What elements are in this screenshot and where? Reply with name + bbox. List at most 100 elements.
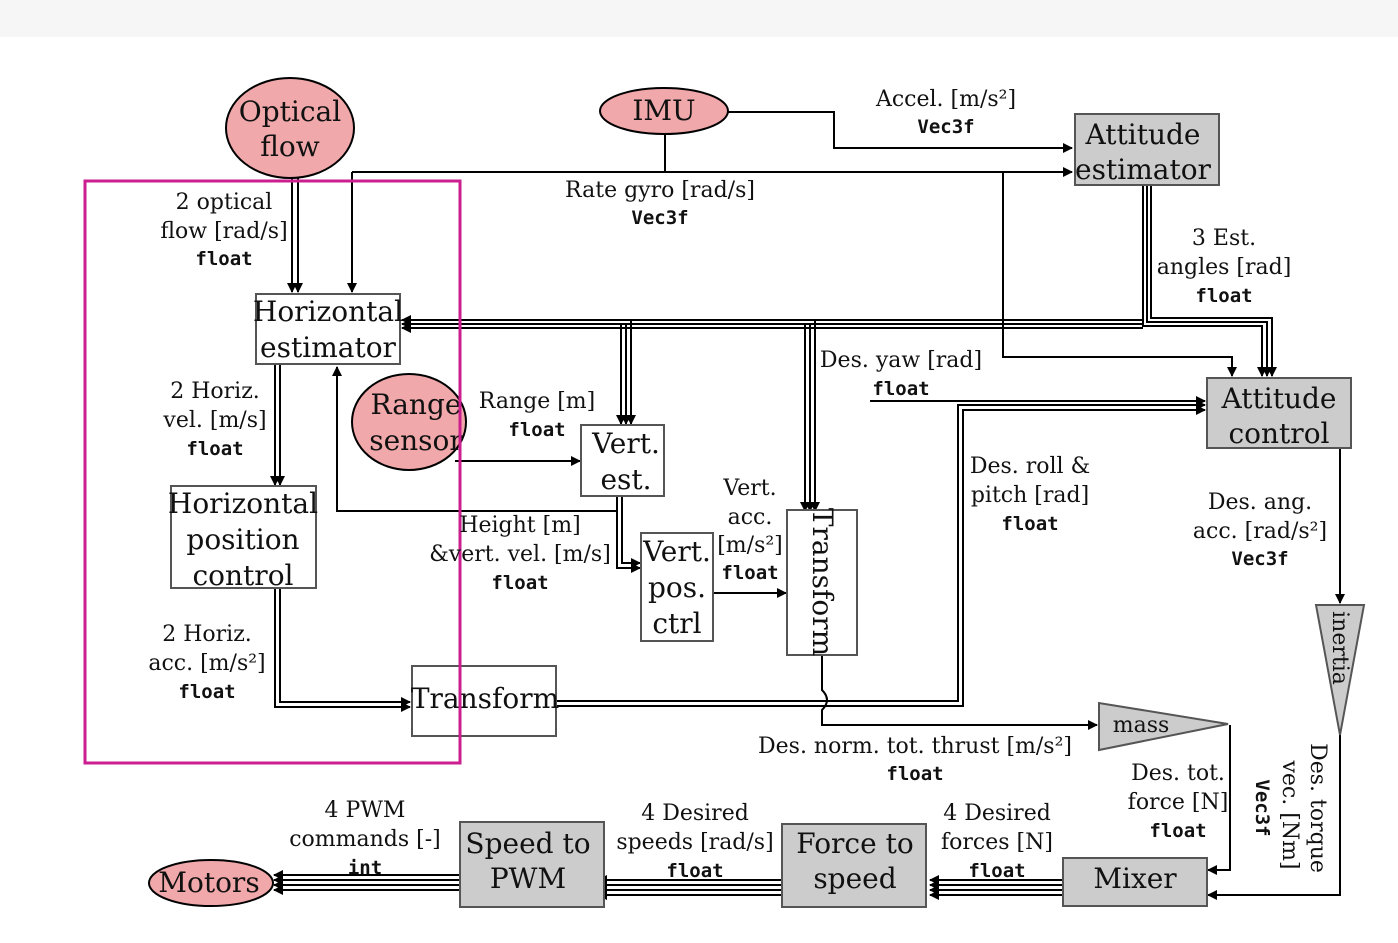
horizontal-position-control-box [170,485,317,589]
edge-height-vel-b [621,496,641,568]
attitude-control-label: control [1228,417,1329,450]
vert-acc-label: [m/s²] [717,533,783,558]
range-sensor-label: Range [371,388,462,421]
edge-height-vel-a [616,496,641,573]
edge-roll-pitch-a [557,400,1206,702]
horizontal-position-control-label: position [186,523,299,556]
edge-norm-thrust [821,655,1098,730]
edge-roll-pitch-b [557,405,1206,707]
height-vel-type: float [491,572,548,594]
vert-acc-type: float [721,562,778,584]
range-type: float [508,419,565,441]
des-yaw-label: Des. yaw [rad] [820,348,982,373]
horiz-vel-label: vel. [m/s] [162,408,266,433]
vert-pos-ctrl-block: Vert. pos. ctrl [640,532,714,642]
attitude-estimator-block: Attitude estimator [1074,113,1220,186]
connections [270,111,1345,900]
transform-vertical-block: Transform [786,508,858,656]
edge-labels: Accel. [m/s²] Vec3f Rate gyro [rad/s] Ve… [148,87,1330,882]
rate-gyro-type: Vec3f [631,207,688,229]
optical-flow-edge-type: float [195,248,252,270]
transform-vertical-box [786,509,858,656]
optical-flow-edge-label: 2 optical [176,190,273,215]
tot-force-label: Des. tot. [1131,761,1225,786]
tot-force-type: float [1149,820,1206,842]
horiz-acc-label: acc. [m/s²] [148,651,265,676]
desired-forces-label: forces [N] [941,830,1053,855]
attitude-control-box [1206,377,1352,449]
accel-type: Vec3f [917,116,974,138]
horizontal-estimator-block: Horizontal estimator [253,293,403,365]
height-vel-label: Height [m] [459,513,580,538]
desired-speeds-type: float [666,860,723,882]
height-vel-label: &vert. vel. [m/s] [429,542,611,567]
desired-speeds-label: speeds [rad/s] [616,830,773,855]
edge-est-angles-a [1142,186,1267,377]
des-torque-type: Vec3f [1251,779,1273,836]
edge-des-tot-force [1207,725,1231,875]
edge-height-feedback [332,366,617,512]
force-to-speed-label: Force to [796,827,913,860]
horizontal-estimator-label: estimator [260,331,397,364]
speed-to-pwm-label: PWM [490,862,566,895]
des-roll-pitch-type: float [1001,513,1058,535]
imu-node: IMU [599,87,729,135]
pwm-label: commands [-] [289,827,441,852]
horiz-acc-type: float [178,681,235,703]
optical-flow-ellipse [225,77,355,179]
des-roll-pitch-label: pitch [rad] [971,483,1089,508]
motors-ellipse [148,859,274,907]
accel-label: Accel. [m/s²] [875,87,1016,112]
des-ang-acc-label: Des. ang. [1208,490,1312,515]
norm-thrust-label: Des. norm. tot. thrust [m/s²] [758,734,1072,759]
speed-to-pwm-label: Speed to [465,827,590,860]
pwm-type: int [348,857,382,879]
mass-gain: mass [1098,701,1229,752]
vert-pos-ctrl-box [640,532,714,642]
horizontal-estimator-box [255,293,401,365]
edge-accel [728,111,1073,153]
des-torque-label: vec. [Nm] [1277,759,1302,869]
vert-est-label: est. [600,463,651,496]
desired-speeds-label: 4 Desired [641,801,749,826]
inertia-label: inertia [1327,611,1352,685]
transform-vertical-label: Transform [806,508,839,656]
des-roll-pitch-label: Des. roll & [970,454,1090,479]
vert-acc-label: acc. [728,505,773,530]
des-ang-acc-type: Vec3f [1231,548,1288,570]
imu-ellipse [599,87,729,135]
optical-flow-label: flow [260,130,320,163]
edge-des-torque [1207,735,1341,900]
mixer-label: Mixer [1093,862,1177,895]
horiz-acc-label: 2 Horiz. [162,622,252,647]
edge-est-angles-c [1150,186,1277,377]
range-sensor-ellipse [351,373,467,471]
pwm-label: 4 PWM [325,798,406,823]
est-angles-label: angles [rad] [1157,255,1292,280]
desired-forces-type: float [968,860,1025,882]
des-yaw-type: float [872,378,929,400]
edge-gyro-to-att-ctrl [1002,172,1237,377]
force-to-speed-block: Force to speed [781,823,927,908]
transform-horizontal-box [411,665,557,737]
horizontal-position-control-label: Horizontal [168,487,318,520]
optical-flow-node: Optical flow [225,77,355,179]
motors-label: Motors [158,866,259,899]
range-sensor-label: sensor [369,424,463,457]
desired-forces-label: 4 Desired [943,801,1051,826]
horiz-vel-type: float [186,438,243,460]
attitude-estimator-label: Attitude [1085,118,1201,151]
speed-to-pwm-box [459,821,605,908]
vert-acc-label: Vert. [722,476,776,501]
force-to-speed-label: speed [813,862,896,895]
inertia-gain: inertia [1314,604,1366,736]
vert-pos-ctrl-label: ctrl [652,607,701,640]
highlight-box [83,179,462,765]
transform-horizontal-label: Transform [411,682,559,715]
inertia-triangle [1314,604,1366,736]
vert-est-block: Vert. est. [580,424,665,497]
attitude-estimator-box [1074,113,1220,186]
edge-horiz-acc-b [279,589,411,707]
motors-node: Motors [148,859,274,907]
